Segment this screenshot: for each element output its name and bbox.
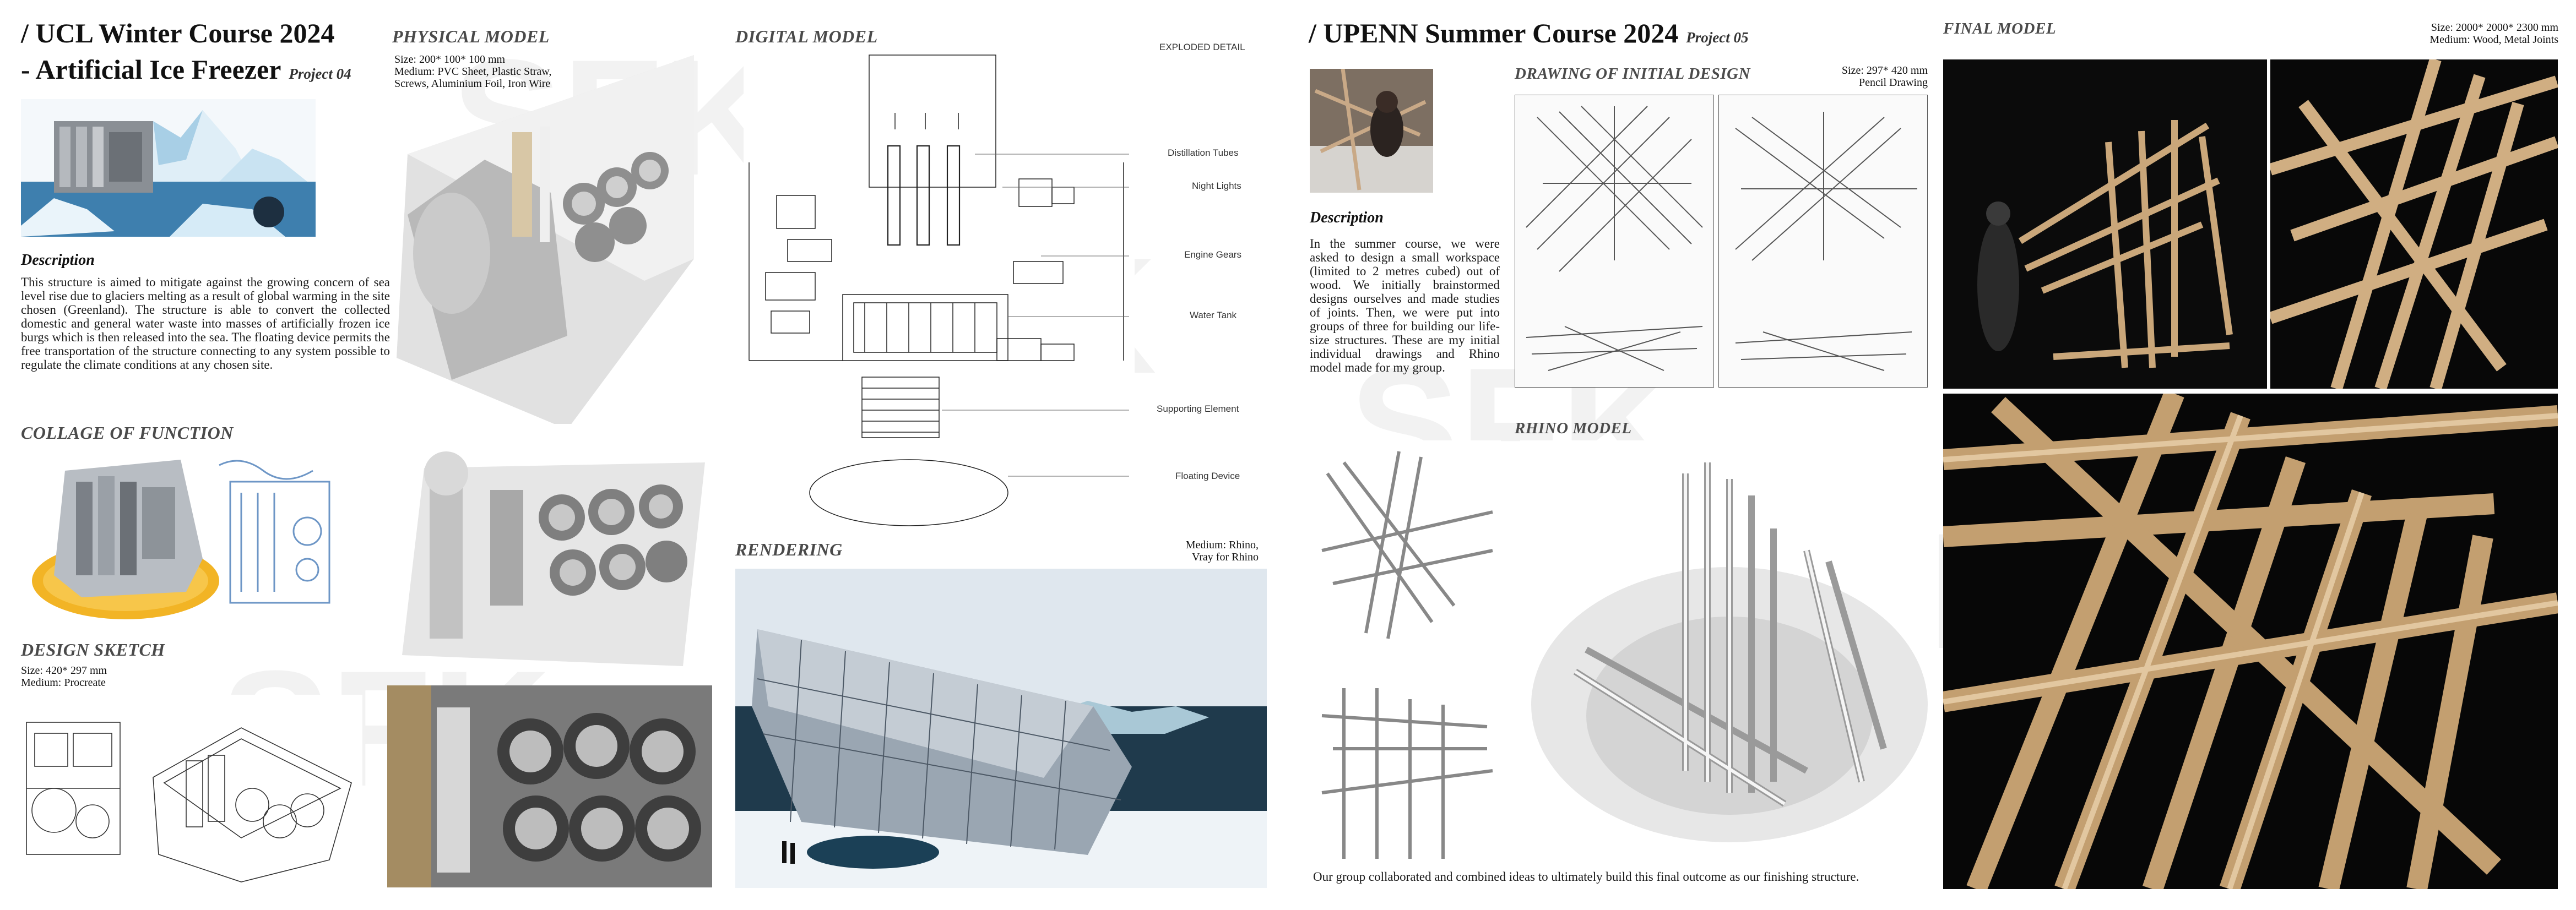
rendering-medium: Medium: Rhino, [1185,539,1259,551]
upenn-description-text: In the summer course, we were asked to d… [1310,237,1500,374]
iceberg-collage-image [21,99,316,237]
exploded-detail-label: EXPLODED DETAIL [1159,42,1245,52]
physical-medium-2: Screws, Aluminium Foil, Iron Wire [394,78,551,90]
upenn-description-heading: Description [1310,209,1384,226]
callout-water-tank: Water Tank [1190,310,1237,320]
upenn-title: / UPENN Summer Course 2024 Project 05 [1309,17,1749,54]
physical-model-photo-2 [386,435,711,666]
final-model-photo-1 [1943,59,2267,389]
rendering-heading: RENDERING [735,540,843,559]
rhino-model-perspective [1520,440,1928,864]
rhino-model-plan-views [1311,440,1501,864]
physical-size: Size: 200* 100* 100 mm [394,53,506,66]
description-heading: Description [21,252,95,269]
final-size: Size: 2000* 2000* 2300 mm [2431,21,2558,34]
callout-engine-gears: Engine Gears [1184,249,1241,260]
rendering-image [735,569,1267,888]
initial-drawing-sheet-2 [1718,95,1928,388]
digital-model-heading: DIGITAL MODEL [735,26,878,46]
title-line-2: - Artificial Ice Freezer [21,54,281,85]
final-model-photo-3 [1943,394,2558,889]
final-model-photo-2 [2270,59,2558,389]
upenn-title-text: / UPENN Summer Course 2024 [1309,18,1679,48]
callout-supporting-element: Supporting Element [1157,404,1239,414]
callout-distillation-tubes: Distillation Tubes [1168,148,1239,158]
sketch-medium: Medium: Procreate [21,677,106,689]
exploded-axonometric-drawing [744,52,1135,537]
drawing-medium: Pencil Drawing [1859,77,1928,89]
rendering-medium-2: Vray for Rhino [1192,551,1259,563]
design-sketch-heading: DESIGN SKETCH [21,640,165,660]
final-model-heading: FINAL MODEL [1943,20,2057,37]
physical-model-photo-1 [386,50,711,424]
page-title: / UCL Winter Course 2024 [21,18,335,48]
initial-drawing-sheet-1 [1515,95,1714,388]
design-sketch-image [21,695,362,885]
rhino-model-heading: RHINO MODEL [1515,419,1632,437]
project-tag: Project 04 [289,66,351,82]
final-medium: Medium: Wood, Metal Joints [2429,34,2558,46]
person-with-model-photo [1310,69,1433,193]
description-text: This structure is aimed to mitigate agai… [21,275,390,372]
drawing-size: Size: 297* 420 mm [1841,64,1928,77]
collage-of-function-image [21,449,362,630]
callout-floating-device: Floating Device [1175,471,1240,481]
page-subtitle: - Artificial Ice Freezer Project 04 [21,53,351,90]
collage-heading: COLLAGE OF FUNCTION [21,423,234,443]
physical-model-photo-3 [387,685,712,887]
physical-model-heading: PHYSICAL MODEL [392,26,550,46]
callout-night-lights: Night Lights [1192,181,1241,191]
upenn-project-tag: Project 05 [1686,29,1749,46]
physical-medium: Medium: PVC Sheet, Plastic Straw, [394,66,552,78]
initial-drawing-heading: DRAWING OF INITIAL DESIGN [1515,65,1751,83]
sketch-size: Size: 420* 297 mm [21,664,107,677]
final-outcome-caption: Our group collaborated and combined idea… [1313,870,1859,884]
